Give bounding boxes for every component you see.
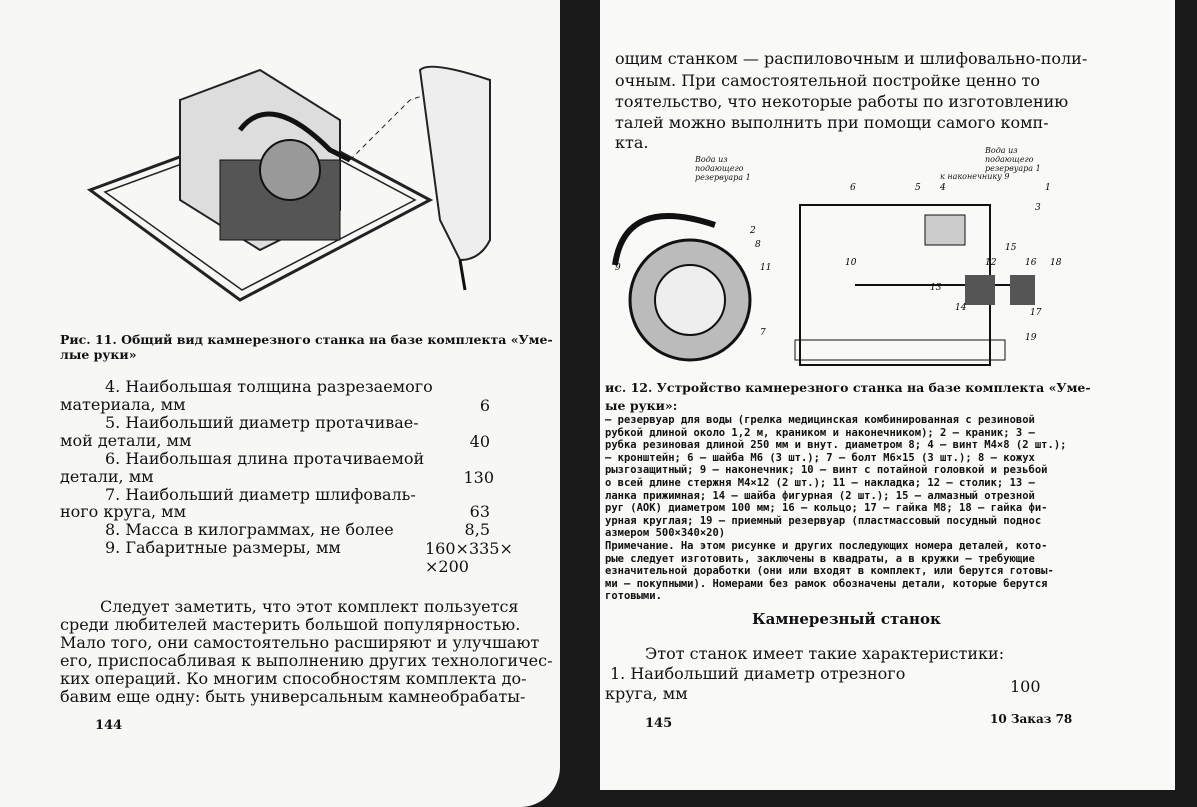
legend-line: урная круглая; 19 — приемный резервуар (… [605,514,1042,527]
legend-line: ланка прижимная; 14 — шайба фигурная (2 … [605,489,1035,502]
note-line: езначительной доработки (они или входят … [605,565,1054,578]
part-number-label: 12 [985,258,997,268]
page-number: 145 [645,716,673,731]
figure-12-caption: ис. 12. Устройство камнерезного станка н… [605,380,1091,395]
spec-line: 4. Наибольшая толщина разрезаемого [105,377,433,396]
spec-value: 40 [469,432,490,451]
part-number-label: 3 [1035,203,1041,213]
figure-11-caption: Рис. 11. Общий вид камнерезного станка н… [60,332,553,347]
part-number-label: 4 [939,183,946,193]
part-number-label: 9 [615,263,621,273]
paragraph-line: Этот станок имеет такие характеристики: [645,644,1005,663]
legend-line: рызгозащитный; 9 — наконечник; 10 — винт… [605,464,1048,477]
note-line: Примечание. На этом рисунке и других пос… [605,539,1048,552]
spec-value: 8,5 [464,520,490,539]
paragraph-line: кта. [615,133,649,152]
part-number-label: 1 [1045,183,1051,193]
part-number-label: 11 [760,263,771,273]
paragraph-line: бавим еще одну: быть универсальным камне… [60,687,526,706]
note-line: готовыми. [605,590,662,603]
spec-line: детали, мм [60,467,154,486]
part-number-label: 19 [1025,333,1037,343]
legend-line: руг (АОК) диаметром 100 мм; 16 — кольцо;… [605,502,1048,515]
part-number-label: 7 [760,328,766,338]
spec-line: 6. Наибольшая длина протачиваемой [105,449,425,468]
paragraph-line: тоятельство, что некоторые работы по изг… [615,92,1069,111]
note-line: ми — покупными). Номерами без рамок обоз… [605,577,1048,590]
note-line: рые следует изготовить, заключены в квад… [605,552,1035,565]
spec-line: 8. Масса в килограммах, не более [105,520,394,539]
part-number-label: 17 [1030,308,1042,318]
legend-line: о всей длине стержня М4×12 (2 шт.); 11 —… [605,476,1035,489]
spec-line: 9. Габаритные размеры, мм [105,538,341,557]
paragraph-line: ких операций. Ко многим способностям ком… [60,669,527,688]
paragraph-line: Мало того, они самостоятельно расширяют … [60,633,540,652]
page-number: 144 [95,718,123,733]
spec-line: мой детали, мм [60,431,192,450]
legend-line: — резервуар для воды (грелка медицинская… [605,414,1035,426]
print-signature: 10 Заказ 78 [990,712,1073,726]
legend-line: рубкой длиной около 1,2 м, краником и на… [605,426,1035,439]
spec-line: круга, мм [605,684,688,703]
section-title: Камнерезный станок [752,610,941,628]
spec-line: ного круга, мм [60,502,187,521]
legend-line: азмером 500×340×20) [605,527,726,540]
part-number-label: 8 [755,240,761,250]
figure-label: к наконечнику 9 [940,172,1010,181]
part-number-label: 5 [915,183,921,193]
paragraph-line: очным. При самостоятельной постройке цен… [615,71,1041,90]
spec-line: материала, мм [60,395,186,414]
paragraph-line: ощим станком — распиловочным и шлифоваль… [615,49,1088,68]
spec-value: ×200 [425,557,469,576]
part-number-label: 16 [1025,258,1037,268]
spec-value: 160×335× [425,539,513,558]
part-number-label: 10 [845,258,857,268]
spec-value: 130 [463,468,494,487]
legend-line: — кронштейн; 6 — шайба М6 (3 шт.); 7 — б… [605,451,1035,464]
spec-line: 1. Наибольший диаметр отрезного [610,664,906,683]
part-number-label: 18 [1050,258,1062,268]
spec-value: 63 [469,502,490,521]
paragraph-line: среди любителей мастерить большой популя… [60,615,521,634]
figure-11-caption: лые руки» [60,347,137,362]
part-number-label: 14 [955,303,967,313]
figure-11-machine-illustration [86,65,491,302]
spec-value: 100 [1010,677,1041,696]
figure-label: Вода из подающего резервуара 1 [985,146,1041,173]
paragraph-line: талей можно выполнить при помощи самого … [615,113,1049,132]
paragraph-line: его, приспосабливая к выполнению других … [60,651,553,670]
paragraph-line: Следует заметить, что этот комплект поль… [100,597,519,616]
figure-12-caption: ые руки»: [605,398,678,413]
part-number-label: 15 [1005,243,1017,253]
legend-line: рубка резиновая длиной 250 мм и внут. ди… [605,439,1067,452]
spec-value: 6 [479,396,490,415]
figure-12-legend: — резервуар для воды (грелка медицинская… [605,414,1066,603]
figure-label: Вода из подающего резервуара 1 [695,155,751,182]
right-page: ощим станком — распиловочным и шлифоваль… [600,0,1175,790]
spec-line: 5. Наибольший диаметр протачивае- [105,413,419,432]
part-number-label: 6 [850,183,856,193]
left-page: Рис. 11. Общий вид камнерезного станка н… [0,0,560,807]
spec-line: 7. Наибольший диаметр шлифоваль- [105,485,416,504]
part-number-label: 2 [749,226,756,236]
part-number-label: 13 [930,283,942,293]
